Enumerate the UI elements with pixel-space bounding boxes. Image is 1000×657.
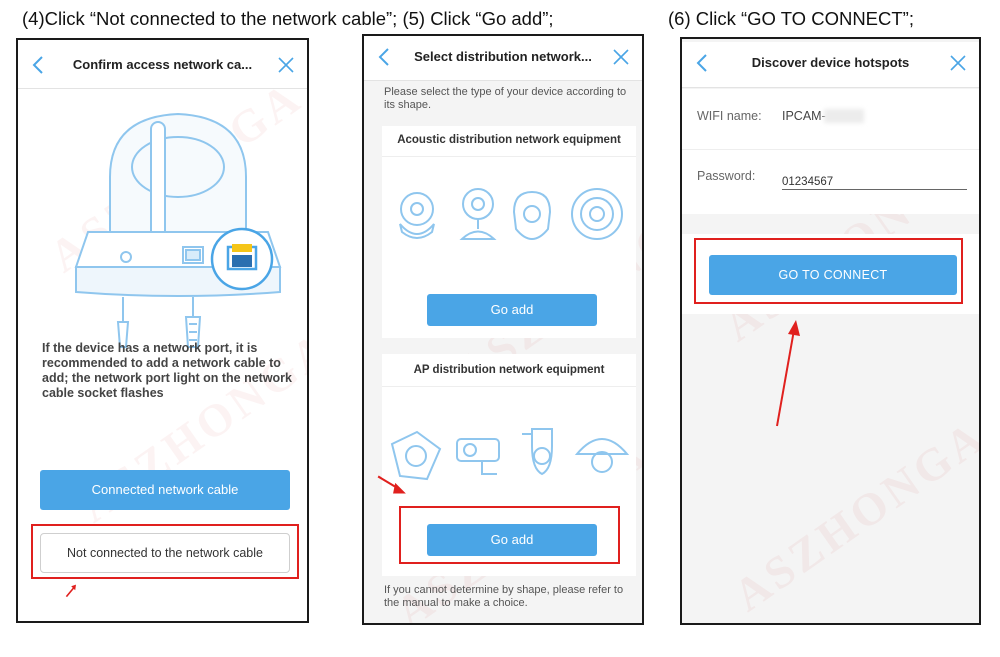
footer-hint: If you cannot determine by shape, please… xyxy=(384,584,624,609)
not-connected-network-cable-button[interactable]: Not connected to the network cable xyxy=(40,533,290,573)
connected-network-cable-button[interactable]: Connected network cable xyxy=(40,470,290,510)
caption-steps-4-5: (4)Click “Not connected to the network c… xyxy=(22,8,554,29)
page-title: Select distribution network... xyxy=(414,49,592,64)
phone-screen-select-network: ASZHONGA ASZHONGA Select distribution ne… xyxy=(362,34,644,625)
chevron-left-icon[interactable] xyxy=(690,50,716,76)
page-title: Discover device hotspots xyxy=(751,55,910,70)
arrow-icon xyxy=(377,475,406,494)
wifi-name-label: WIFI name: xyxy=(697,109,762,123)
ap-device-icons xyxy=(390,428,630,481)
wifi-name-value: IPCAM- xyxy=(782,109,826,123)
intro-text: Please select the type of your device ac… xyxy=(384,86,627,111)
chevron-left-icon[interactable] xyxy=(26,52,52,78)
hotspot-form: WIFI name: IPCAM- Password: 01234567 xyxy=(682,89,979,214)
acoustic-equipment-card: Acoustic distribution network equipment … xyxy=(382,126,636,338)
top-bar: Select distribution network... xyxy=(364,36,642,81)
acoustic-go-add-button[interactable]: Go add xyxy=(427,294,597,326)
top-bar: Discover device hotspots xyxy=(682,42,979,88)
close-icon[interactable] xyxy=(945,50,971,76)
ap-go-add-button[interactable]: Go add xyxy=(427,524,597,556)
top-bar: Confirm access network ca... xyxy=(18,44,307,89)
ap-section-title: AP distribution network equipment xyxy=(413,364,605,376)
close-icon[interactable] xyxy=(273,52,299,78)
acoustic-device-icons xyxy=(399,188,623,241)
go-to-connect-button[interactable]: GO TO CONNECT xyxy=(709,255,957,295)
arrow-icon xyxy=(65,584,76,598)
highlight-box xyxy=(694,238,963,304)
password-field[interactable]: 01234567 xyxy=(782,176,967,190)
caption-step-6: (6) Click “GO TO CONNECT”; xyxy=(668,8,914,29)
arrow-icon xyxy=(776,320,800,427)
page-title: Confirm access network ca... xyxy=(72,57,253,72)
ap-equipment-card: AP distribution network equipment Go add xyxy=(382,354,636,576)
watermark: ASZHONGA xyxy=(724,409,981,622)
highlight-box xyxy=(31,524,299,579)
acoustic-section-title: Acoustic distribution network equipment xyxy=(397,134,621,146)
camera-illustration xyxy=(74,112,282,348)
wifi-name-blurred xyxy=(824,109,864,123)
chevron-left-icon[interactable] xyxy=(372,44,398,70)
highlight-box xyxy=(399,506,620,564)
network-port-description: If the device has a network port, it is … xyxy=(42,341,292,400)
password-label: Password: xyxy=(697,169,756,183)
phone-screen-discover-hotspots: ASZHONGA ASZHONGA Discover device hotspo… xyxy=(680,37,981,625)
close-icon[interactable] xyxy=(608,44,634,70)
